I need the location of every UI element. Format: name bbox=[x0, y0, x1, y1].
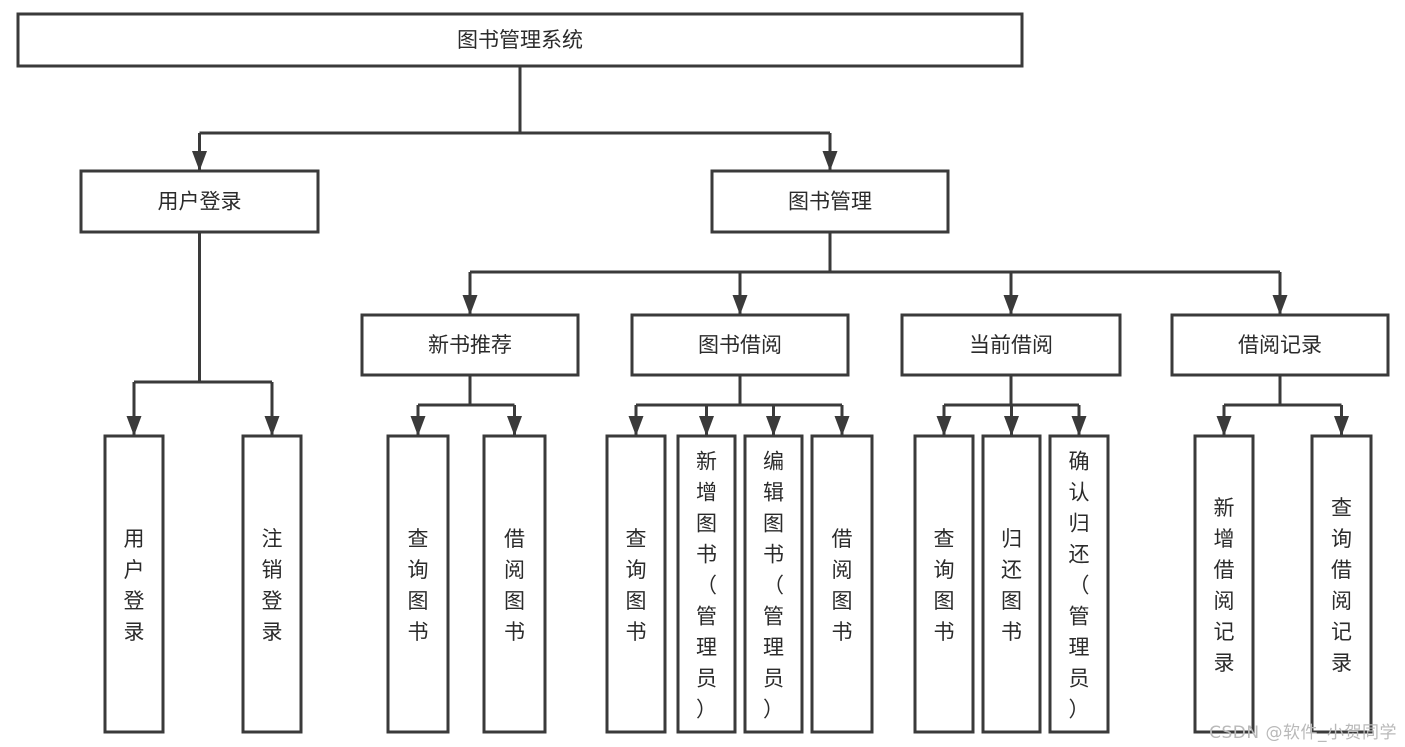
nodes-layer: 图书管理系统用户登录图书管理新书推荐图书借阅当前借阅借阅记录用户登录注销登录查询… bbox=[16, 12, 1390, 734]
arrow-head-icon bbox=[410, 416, 426, 436]
node-box-current_borrow[interactable] bbox=[900, 313, 1122, 377]
arrow-head-icon bbox=[699, 416, 714, 436]
node-leaf_borrow_book_2[interactable]: 借阅图书 bbox=[810, 434, 874, 734]
node-leaf_query_book_1[interactable]: 查询图书 bbox=[386, 434, 450, 734]
node-box-user_login[interactable] bbox=[79, 169, 320, 234]
node-leaf_user_login[interactable]: 用户登录 bbox=[103, 434, 165, 734]
node-box-leaf_logout[interactable] bbox=[241, 434, 303, 734]
node-label-leaf_edit_book: 编辑图书（管理员） bbox=[763, 450, 784, 722]
node-new_book_rec[interactable]: 新书推荐 bbox=[360, 313, 580, 377]
node-box-book_borrow[interactable] bbox=[630, 313, 850, 377]
node-box-leaf_borrow_book_1[interactable] bbox=[482, 434, 547, 734]
node-box-book_mgmt[interactable] bbox=[710, 169, 950, 234]
node-box-leaf_confirm_return[interactable] bbox=[1048, 434, 1110, 734]
arrow-head-icon bbox=[936, 416, 952, 436]
arrow-head-icon bbox=[1071, 416, 1087, 436]
arrow-head-icon bbox=[264, 416, 280, 436]
node-box-root[interactable] bbox=[16, 12, 1024, 68]
node-label-leaf_add_record: 新增借阅记录 bbox=[1214, 496, 1235, 675]
node-box-new_book_rec[interactable] bbox=[360, 313, 580, 377]
arrow-head-icon bbox=[1003, 295, 1019, 315]
arrow-head-icon bbox=[192, 151, 207, 171]
arrow-head-icon bbox=[1272, 295, 1288, 315]
node-box-leaf_add_book[interactable] bbox=[676, 434, 737, 734]
node-box-leaf_user_login[interactable] bbox=[103, 434, 165, 734]
node-label-user_login: 用户登录 bbox=[158, 190, 242, 214]
arrow-head-icon bbox=[1216, 416, 1232, 436]
node-box-leaf_query_book_3[interactable] bbox=[913, 434, 975, 734]
node-borrow_record[interactable]: 借阅记录 bbox=[1170, 313, 1390, 377]
node-leaf_return_book[interactable]: 归还图书 bbox=[981, 434, 1042, 734]
arrow-head-icon bbox=[766, 416, 781, 436]
node-box-leaf_edit_book[interactable] bbox=[743, 434, 804, 734]
node-leaf_query_record[interactable]: 查询借阅记录 bbox=[1310, 434, 1373, 734]
node-label-leaf_user_login: 用户登录 bbox=[124, 527, 145, 644]
arrow-head-icon bbox=[732, 295, 748, 315]
node-box-leaf_return_book[interactable] bbox=[981, 434, 1042, 734]
node-label-root: 图书管理系统 bbox=[457, 28, 583, 52]
node-label-leaf_query_book_3: 查询图书 bbox=[934, 527, 955, 644]
node-label-leaf_confirm_return: 确认归还（管理员） bbox=[1069, 450, 1090, 722]
arrow-head-icon bbox=[822, 151, 838, 171]
arrow-head-icon bbox=[462, 295, 478, 315]
node-book_mgmt[interactable]: 图书管理 bbox=[710, 169, 950, 234]
node-box-leaf_borrow_book_2[interactable] bbox=[810, 434, 874, 734]
node-box-leaf_query_book_1[interactable] bbox=[386, 434, 450, 734]
node-book_borrow[interactable]: 图书借阅 bbox=[630, 313, 850, 377]
node-leaf_confirm_return[interactable]: 确认归还（管理员） bbox=[1048, 434, 1110, 734]
node-current_borrow[interactable]: 当前借阅 bbox=[900, 313, 1122, 377]
node-box-borrow_record[interactable] bbox=[1170, 313, 1390, 377]
node-leaf_query_book_2[interactable]: 查询图书 bbox=[605, 434, 667, 734]
node-box-leaf_add_record[interactable] bbox=[1193, 434, 1255, 734]
node-label-leaf_return_book: 归还图书 bbox=[1001, 527, 1022, 644]
node-leaf_add_book[interactable]: 新增图书（管理员） bbox=[676, 434, 737, 734]
node-leaf_borrow_book_1[interactable]: 借阅图书 bbox=[482, 434, 547, 734]
arrow-head-icon bbox=[1334, 416, 1349, 436]
node-label-leaf_query_book_1: 查询图书 bbox=[408, 527, 429, 644]
csdn-watermark: CSDN @软件_小贺同学 bbox=[1209, 723, 1397, 743]
node-box-leaf_query_book_2[interactable] bbox=[605, 434, 667, 734]
arrow-head-icon bbox=[507, 416, 522, 436]
node-leaf_query_book_3[interactable]: 查询图书 bbox=[913, 434, 975, 734]
node-leaf_add_record[interactable]: 新增借阅记录 bbox=[1193, 434, 1255, 734]
node-leaf_logout[interactable]: 注销登录 bbox=[241, 434, 303, 734]
node-label-borrow_record: 借阅记录 bbox=[1238, 333, 1322, 357]
node-label-new_book_rec: 新书推荐 bbox=[428, 333, 512, 357]
arrow-head-icon bbox=[126, 416, 142, 436]
node-label-book_mgmt: 图书管理 bbox=[788, 190, 872, 214]
node-label-leaf_query_book_2: 查询图书 bbox=[626, 527, 647, 644]
node-leaf_edit_book[interactable]: 编辑图书（管理员） bbox=[743, 434, 804, 734]
arrow-head-icon bbox=[628, 416, 644, 436]
arrow-head-icon bbox=[834, 416, 850, 436]
node-label-leaf_add_book: 新增图书（管理员） bbox=[696, 450, 717, 722]
node-label-leaf_query_record: 查询借阅记录 bbox=[1331, 496, 1352, 675]
arrow-head-icon bbox=[1004, 416, 1019, 436]
node-label-current_borrow: 当前借阅 bbox=[969, 333, 1053, 357]
node-label-leaf_logout: 注销登录 bbox=[262, 527, 283, 644]
connectors-layer bbox=[126, 66, 1349, 436]
node-label-leaf_borrow_book_2: 借阅图书 bbox=[832, 527, 853, 644]
node-box-leaf_query_record[interactable] bbox=[1310, 434, 1373, 734]
node-user_login[interactable]: 用户登录 bbox=[79, 169, 320, 234]
node-root[interactable]: 图书管理系统 bbox=[16, 12, 1024, 68]
node-label-leaf_borrow_book_1: 借阅图书 bbox=[504, 527, 525, 644]
node-label-book_borrow: 图书借阅 bbox=[698, 333, 782, 357]
